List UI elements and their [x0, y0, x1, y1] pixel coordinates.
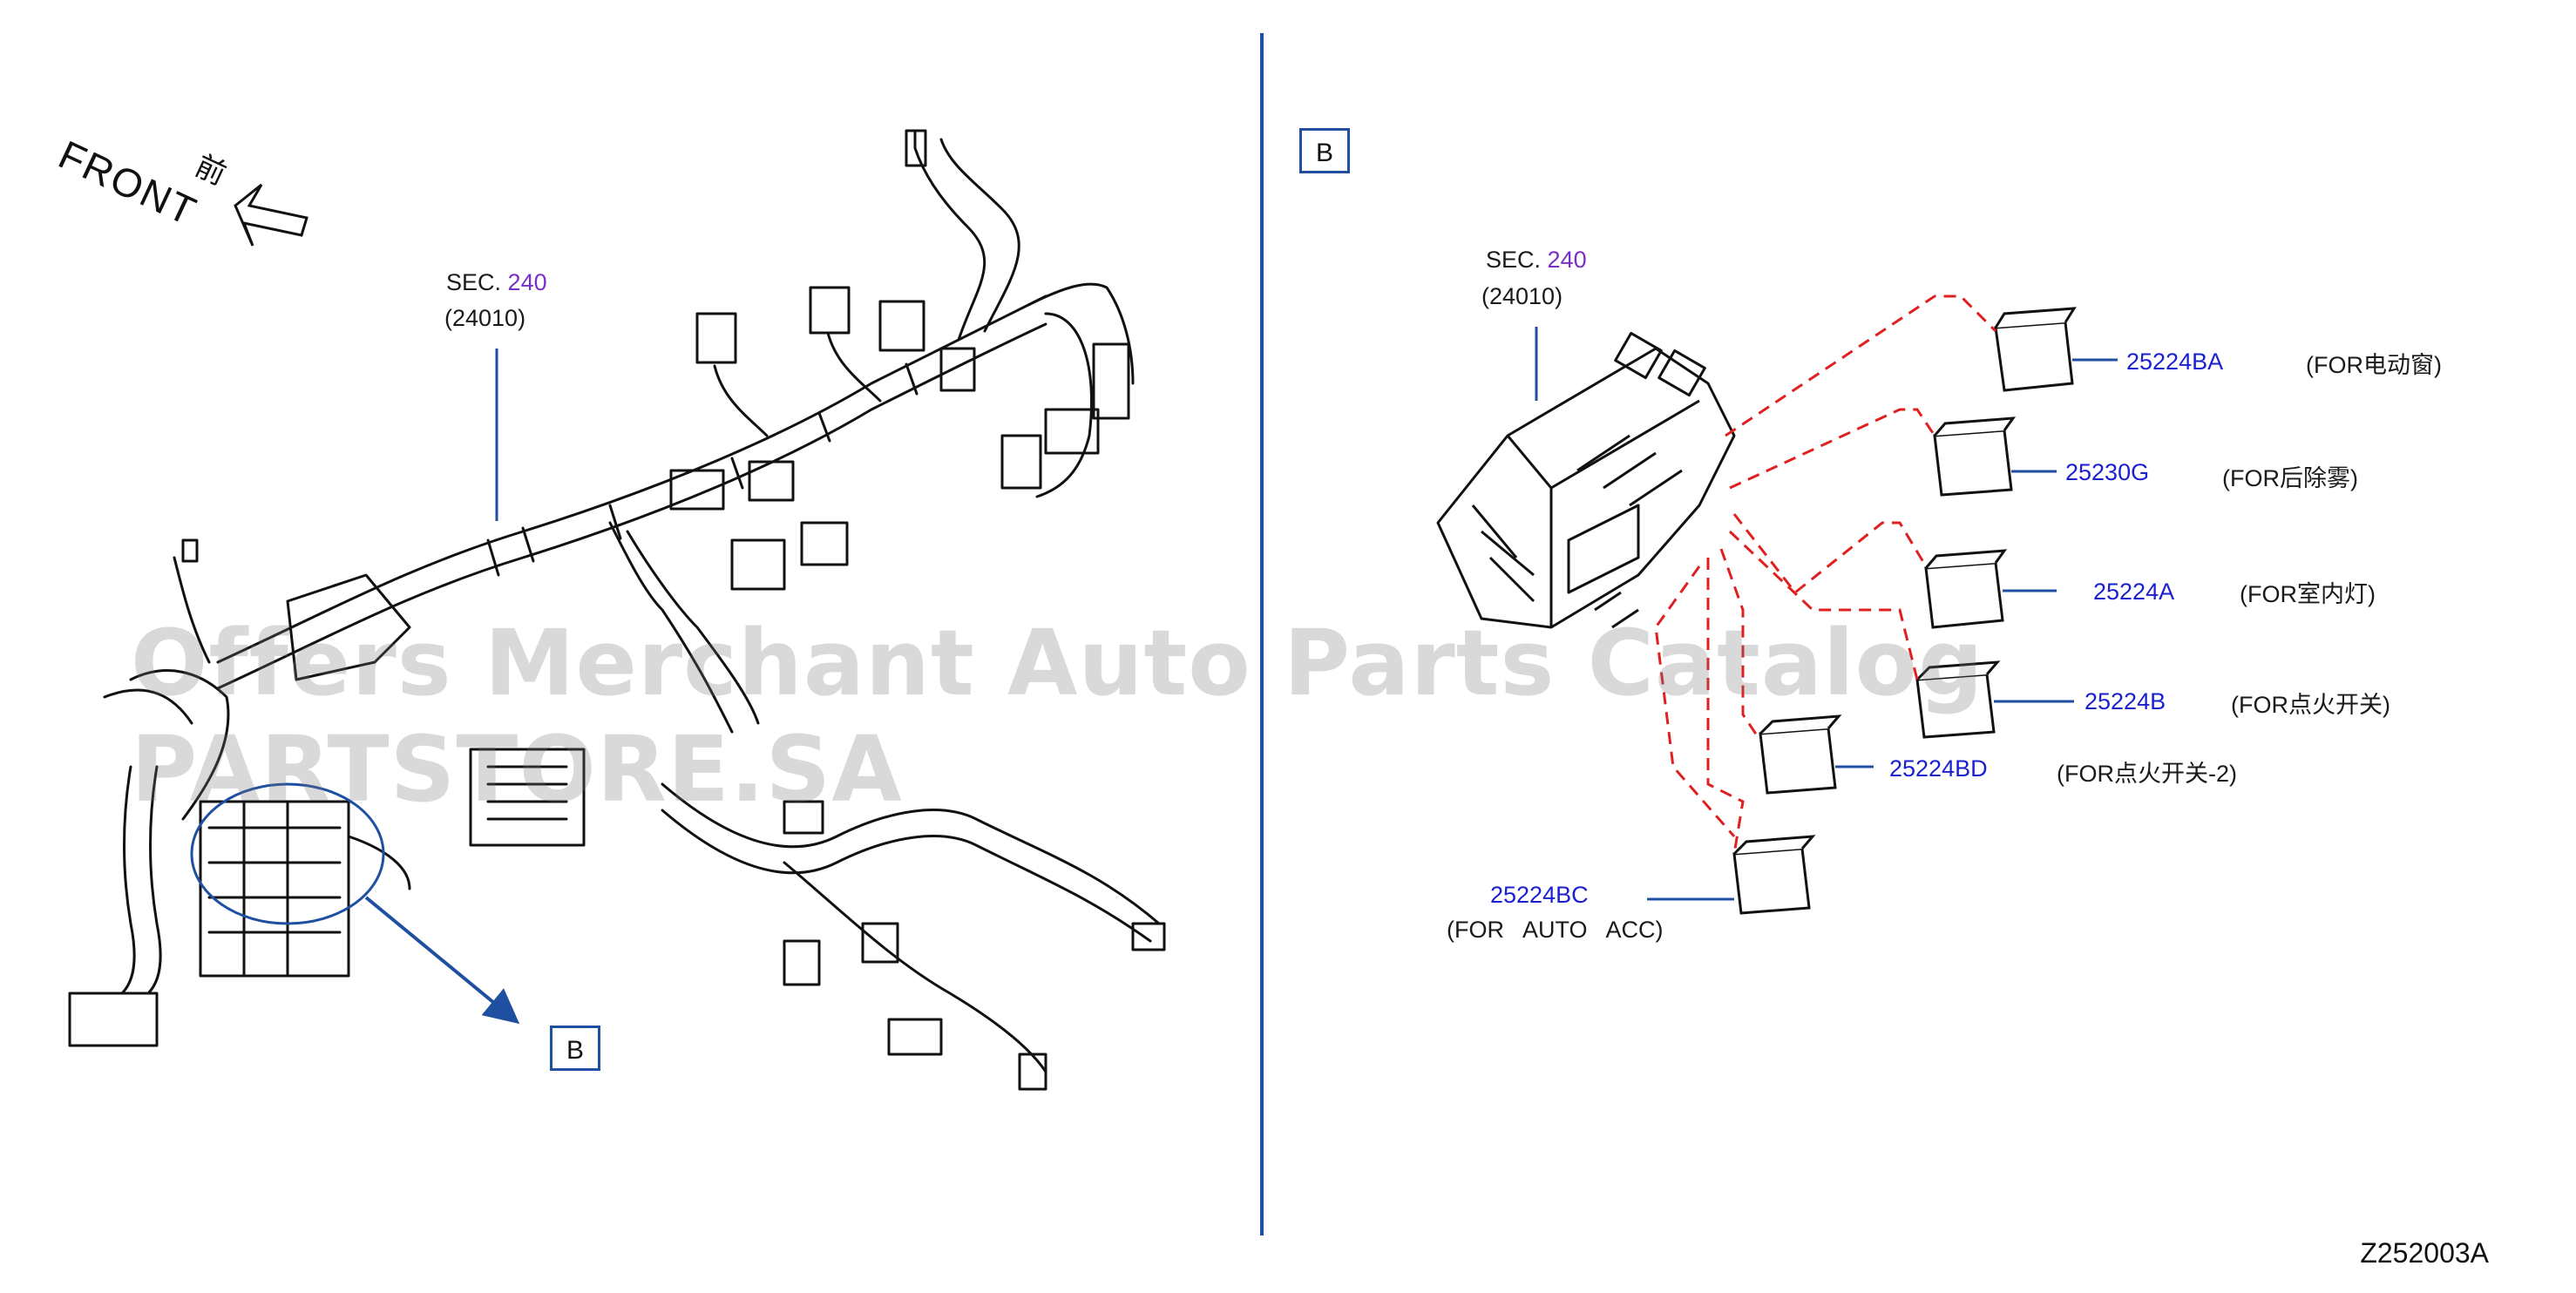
- relay-dash-lines: [1654, 294, 1997, 855]
- part-number-25224b[interactable]: 25224B: [2085, 688, 2166, 714]
- part-number-25224ba[interactable]: 25224BA: [2126, 349, 2224, 375]
- part-ref-right: (24010): [1481, 283, 1563, 309]
- relay-icon-25230g: [1933, 416, 2017, 497]
- diagram-code: Z252003A: [2360, 1237, 2489, 1269]
- relay-desc: (FOR后除雾): [2222, 465, 2358, 491]
- relay-icon-25224b: [1915, 660, 2001, 739]
- relay-desc: (FOR室内灯): [2240, 581, 2376, 607]
- relay-desc: (FOR点火开关): [2231, 692, 2390, 718]
- sec-number-link[interactable]: 240: [1547, 247, 1587, 273]
- relay-icon-25224bd: [1759, 714, 1842, 795]
- part-number-25224bc[interactable]: 25224BC: [1490, 882, 1589, 908]
- sec-prefix: SEC.: [446, 269, 502, 295]
- detail-callout-b[interactable]: B: [550, 1026, 600, 1071]
- relay-leaders: [1647, 358, 2118, 901]
- part-number-25224bd[interactable]: 25224BD: [1889, 755, 1988, 782]
- relay-icons: [1732, 307, 2077, 915]
- part-number-25224a[interactable]: 25224A: [2093, 579, 2175, 605]
- detail-b-arrow: [364, 896, 520, 1025]
- part-ref-left: (24010): [444, 305, 526, 331]
- detail-header-b: B: [1299, 128, 1350, 173]
- relay-icon-25224a: [1924, 549, 2008, 629]
- sec-callout-left: SEC. 240: [446, 269, 547, 296]
- relay-desc: (FOR点火开关-2): [2057, 761, 2237, 787]
- part-number-25230g[interactable]: 25230G: [2065, 459, 2150, 485]
- relay-desc: (FOR AUTO ACC): [1447, 917, 1664, 943]
- relay-icon-25224ba: [1994, 307, 2077, 392]
- front-arrow-icon: [234, 183, 308, 247]
- sec-prefix: SEC.: [1486, 247, 1542, 273]
- relay-desc: (FOR电动窗): [2306, 352, 2442, 378]
- junction-box-drawing: [1436, 331, 1736, 629]
- sec-number-link[interactable]: 240: [507, 269, 547, 295]
- relay-icon-25224bc: [1732, 835, 1816, 915]
- sec-callout-right: SEC. 240: [1486, 247, 1587, 274]
- wiring-harness-drawing: [68, 129, 1166, 1091]
